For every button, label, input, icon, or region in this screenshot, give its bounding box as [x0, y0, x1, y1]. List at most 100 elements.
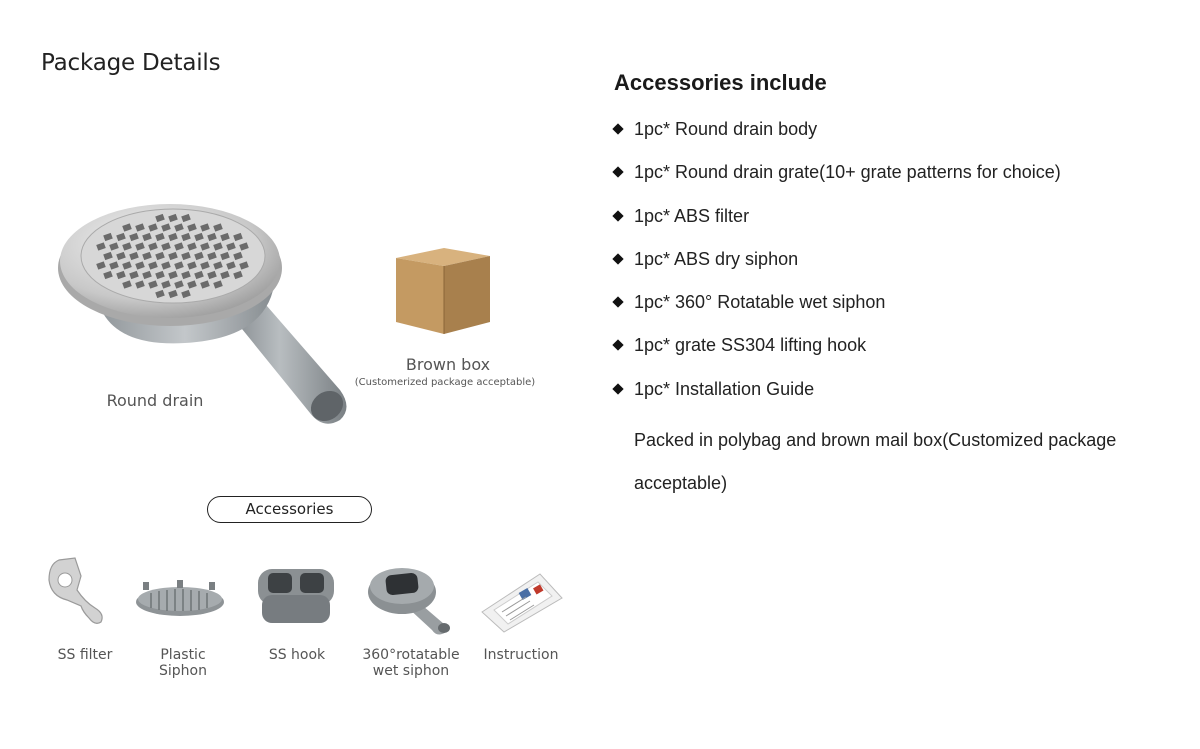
grate-hole — [207, 251, 217, 261]
grate-hole — [129, 232, 139, 242]
grate-hole — [174, 242, 184, 251]
grate-hole — [168, 289, 178, 299]
grate-hole — [181, 251, 191, 261]
grate-hole — [135, 261, 145, 270]
grate-hole — [194, 232, 204, 242]
grate-hole — [213, 261, 223, 270]
accessories-title: Accessories include — [614, 70, 827, 95]
grate-hole — [200, 223, 210, 232]
diamond-bullet-icon — [612, 253, 624, 265]
accessory-label: Instruction — [483, 647, 559, 663]
grate-hole — [142, 251, 152, 261]
grate-hole — [168, 251, 178, 261]
grate-hole — [187, 223, 197, 232]
grate-hole — [233, 251, 243, 261]
list-item: 1pc* grate SS304 lifting hook — [612, 332, 1061, 375]
grate-hole — [187, 280, 197, 289]
grate-hole — [213, 223, 223, 232]
grate-hole — [155, 213, 165, 223]
grate-hole — [207, 232, 217, 242]
list-item: 1pc* ABS filter — [612, 203, 1061, 246]
grate-hole — [187, 261, 197, 270]
grate-hole — [161, 280, 171, 289]
grate-hole — [174, 223, 184, 232]
box-note: (Customerized package acceptable) — [354, 377, 536, 388]
list-item: 1pc* 360° Rotatable wet siphon — [612, 289, 1061, 332]
accessory-label: Plastic Siphon — [159, 647, 207, 679]
grate-hole — [109, 242, 119, 251]
grate-hole — [233, 270, 243, 280]
ss-filter-image — [48, 557, 103, 624]
grate-hole — [239, 242, 249, 251]
grate-hole — [168, 270, 178, 280]
accessories-list: 1pc* Round drain body 1pc* Round drain g… — [612, 116, 1061, 419]
diamond-bullet-icon — [612, 339, 624, 352]
brown-box-image — [396, 248, 490, 334]
grate-hole — [168, 232, 178, 242]
grate-hole — [116, 232, 126, 242]
grate-hole — [122, 242, 132, 251]
grate-hole — [174, 280, 184, 289]
grate-hole — [135, 242, 145, 251]
grate-hole — [233, 232, 243, 242]
page-title: Package Details — [41, 50, 221, 76]
wet-siphon-image — [368, 568, 450, 635]
grate-hole — [103, 232, 113, 242]
grate-hole — [142, 270, 152, 280]
grate-hole — [161, 261, 171, 270]
grate-hole — [181, 232, 191, 242]
round-drain-image — [58, 204, 347, 424]
grate-hole — [122, 261, 132, 270]
grate-hole — [168, 213, 178, 223]
grate-hole — [194, 251, 204, 261]
grate-hole — [220, 251, 230, 261]
grate-hole — [103, 270, 113, 280]
drain-caption: Round drain — [106, 391, 204, 410]
accessory-label: SS hook — [268, 647, 326, 663]
grate-hole — [220, 232, 230, 242]
grate-hole — [226, 242, 236, 251]
instruction-image — [481, 573, 563, 633]
grate-hole — [116, 251, 126, 261]
grate-hole — [220, 270, 230, 280]
grate-hole — [155, 251, 165, 261]
diamond-bullet-icon — [612, 296, 624, 308]
grate-hole — [96, 261, 106, 270]
grate-hole — [213, 242, 223, 251]
packing-note: Packed in polybag and brown mail box(Cus… — [634, 430, 1117, 493]
grate-hole — [181, 270, 191, 280]
grate-hole — [155, 270, 165, 280]
box-caption: Brown box — [405, 355, 491, 374]
grate-hole — [148, 223, 158, 232]
list-item: 1pc* Round drain body — [612, 116, 1061, 159]
diamond-bullet-icon — [612, 383, 624, 395]
list-item: 1pc* Installation Guide — [612, 376, 1061, 419]
grate-hole — [181, 213, 191, 223]
grate-hole — [148, 280, 158, 289]
grate-hole — [148, 242, 158, 251]
list-item: 1pc* ABS dry siphon — [612, 246, 1061, 289]
grate-hole — [116, 270, 126, 280]
list-item: 1pc* Round drain grate(10+ grate pattern… — [612, 159, 1061, 202]
grate-hole — [122, 223, 132, 232]
diamond-bullet-icon — [612, 209, 624, 222]
grate-hole — [226, 261, 236, 270]
grate-hole — [187, 242, 197, 251]
grate-hole — [135, 223, 145, 232]
grate-hole — [129, 251, 139, 261]
grate-hole — [200, 242, 210, 251]
diamond-bullet-icon — [612, 123, 624, 135]
grate-hole — [200, 280, 210, 289]
grate-hole — [207, 270, 217, 280]
grate-hole — [181, 289, 191, 299]
grate-hole — [109, 261, 119, 270]
grate-hole — [96, 242, 106, 251]
grate-hole — [161, 223, 171, 232]
plastic-siphon-image — [136, 580, 224, 616]
accessory-label: 360°rotatable wet siphon — [362, 647, 460, 679]
grate-hole — [135, 280, 145, 289]
grate-hole — [161, 242, 171, 251]
accessories-label: Accessories — [207, 496, 372, 523]
grate-hole — [148, 261, 158, 270]
grate-hole — [103, 251, 113, 261]
